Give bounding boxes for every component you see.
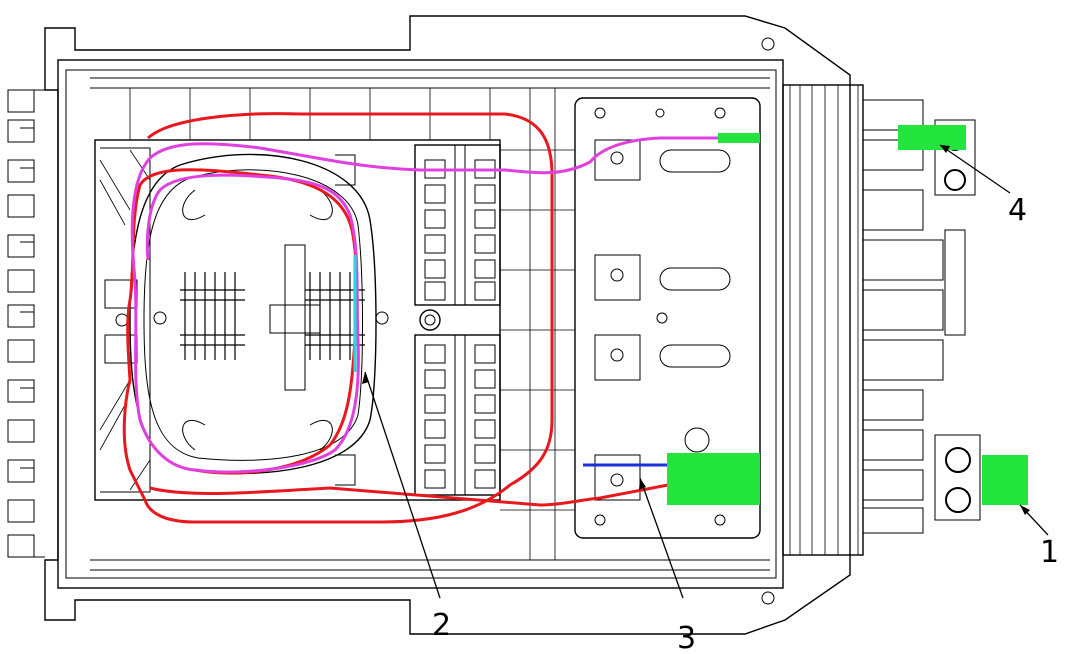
cable-clamp-4	[594, 454, 641, 501]
cable-clamp-plate	[574, 97, 761, 539]
mount-screw	[419, 309, 441, 331]
callout-label-3: 3	[677, 621, 696, 654]
callout-label-1: 1	[1040, 535, 1059, 570]
cable-clamp-2	[594, 254, 641, 301]
highlight-green-clamp-3	[667, 453, 760, 505]
callout-label-2: 2	[432, 608, 451, 643]
splice-tray	[94, 139, 501, 501]
enclosure-body	[44, 15, 851, 635]
callout-leaders	[364, 144, 1049, 599]
hinge-tabs	[7, 89, 45, 558]
cable-clamp-1	[594, 139, 641, 181]
splice-holder-left	[180, 272, 245, 360]
cable-clamp-3	[594, 334, 641, 381]
cable-glands	[782, 84, 981, 556]
highlight-green-gland-4	[898, 125, 966, 150]
adapter-strip-lower	[414, 334, 501, 496]
callout-label-4: 4	[1008, 193, 1027, 228]
fiber-magenta	[130, 136, 718, 474]
highlight-green-gland-1	[982, 455, 1028, 505]
splice-holder-right	[305, 272, 365, 360]
highlight-green-top-fiber	[718, 133, 760, 143]
